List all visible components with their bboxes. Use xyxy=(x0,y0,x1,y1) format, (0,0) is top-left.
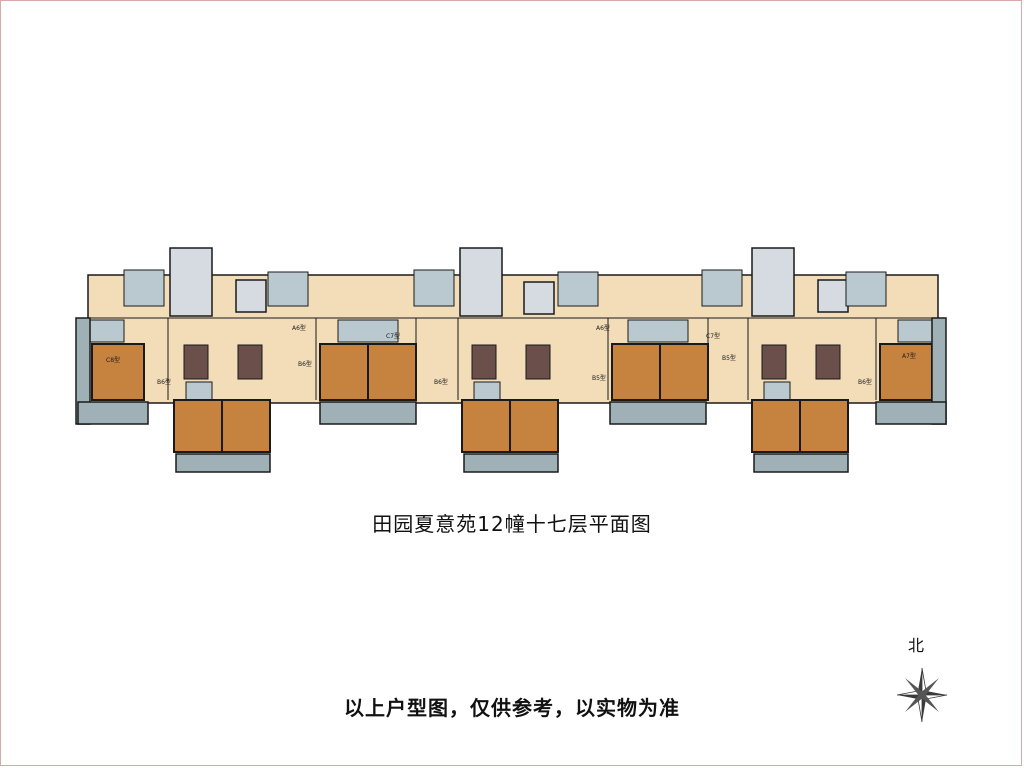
unit-label: B6型 xyxy=(858,378,872,386)
unit-label: A6型 xyxy=(596,324,610,332)
bathrooms xyxy=(183,344,841,380)
wet-areas xyxy=(89,319,935,401)
unit-label: B6型 xyxy=(434,378,448,386)
floor-plan: C8型 B6型 A6型 B6型 C7型 B6型 A6型 B5型 C7型 B5型 … xyxy=(75,247,947,473)
unit-labels: C8型 B6型 A6型 B6型 C7型 B6型 A6型 B5型 C7型 B5型 … xyxy=(106,324,916,386)
unit-label: C7型 xyxy=(386,332,400,340)
unit-label: C8型 xyxy=(106,356,120,364)
north-compass-icon xyxy=(896,667,948,723)
bedrooms xyxy=(91,343,933,453)
unit-label: A6型 xyxy=(292,324,306,332)
unit-label: C7型 xyxy=(706,332,720,340)
balconies xyxy=(75,317,947,473)
unit-label: A7型 xyxy=(902,352,916,360)
unit-label: B5型 xyxy=(722,354,736,362)
page-title: 田园夏意苑12幢十七层平面图 xyxy=(372,512,652,536)
interior-walls xyxy=(88,317,938,400)
unit-label: B6型 xyxy=(157,378,171,386)
disclaimer-text: 以上户型图，仅供参考，以实物为准 xyxy=(344,696,680,720)
north-service-rooms xyxy=(123,269,887,307)
unit-label: B6型 xyxy=(298,360,312,368)
north-label: 北 xyxy=(908,636,925,655)
stair-cores xyxy=(169,247,849,317)
floor-tiled-area xyxy=(87,274,939,404)
unit-label: B5型 xyxy=(592,374,606,382)
